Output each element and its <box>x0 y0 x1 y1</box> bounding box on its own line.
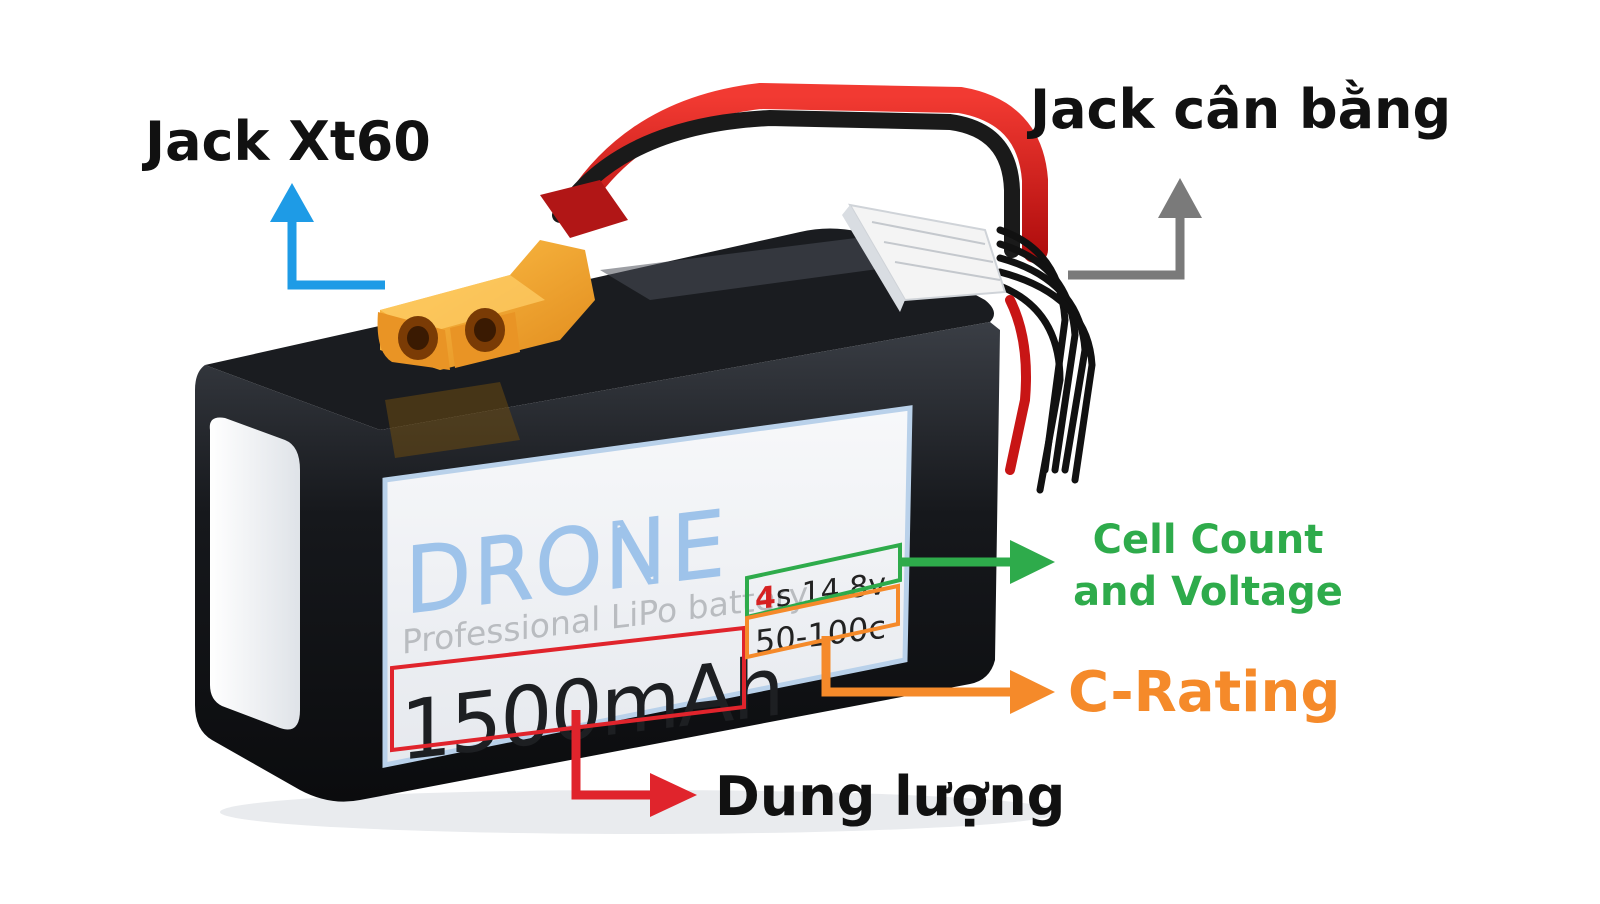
capacity-highlight-box <box>390 625 746 753</box>
cell-count-digit: 4 <box>755 580 776 617</box>
cell-voltage-arrow-icon <box>900 540 1055 584</box>
balance-callout-label: Jack cân bằng <box>1030 78 1452 141</box>
xt60-arrow-icon <box>270 183 385 290</box>
xt60-callout-label: Jack Xt60 <box>145 110 431 173</box>
battery-shadow <box>220 790 1060 834</box>
c-rating-callout-label: C-Rating <box>1068 660 1341 725</box>
battery-end-cap <box>209 417 300 730</box>
battery-label-sticker <box>382 405 913 769</box>
capacity-callout-label: Dung lượng <box>715 765 1066 828</box>
c-rating-arrow-icon <box>821 636 1055 714</box>
c-rating-highlight-box <box>745 583 900 660</box>
plug-reflection <box>385 382 520 458</box>
cell-label-line2: and Voltage <box>1073 569 1343 615</box>
heatshrink-sleeve <box>540 180 628 238</box>
cell-voltage-callout-label: Cell Count and Voltage <box>1068 514 1348 618</box>
cell-label-line1: Cell Count <box>1092 517 1324 563</box>
capacity-arrow-icon <box>571 710 697 817</box>
balance-connector <box>842 203 1007 312</box>
xt60-plug <box>377 240 595 370</box>
balance-red-wire <box>1005 295 1031 475</box>
cell-voltage-highlight-box <box>745 542 902 620</box>
top-highlight <box>600 235 930 300</box>
balance-wires <box>996 226 1096 494</box>
black-power-wire <box>552 109 1020 258</box>
balance-arrow-icon <box>1068 178 1202 280</box>
